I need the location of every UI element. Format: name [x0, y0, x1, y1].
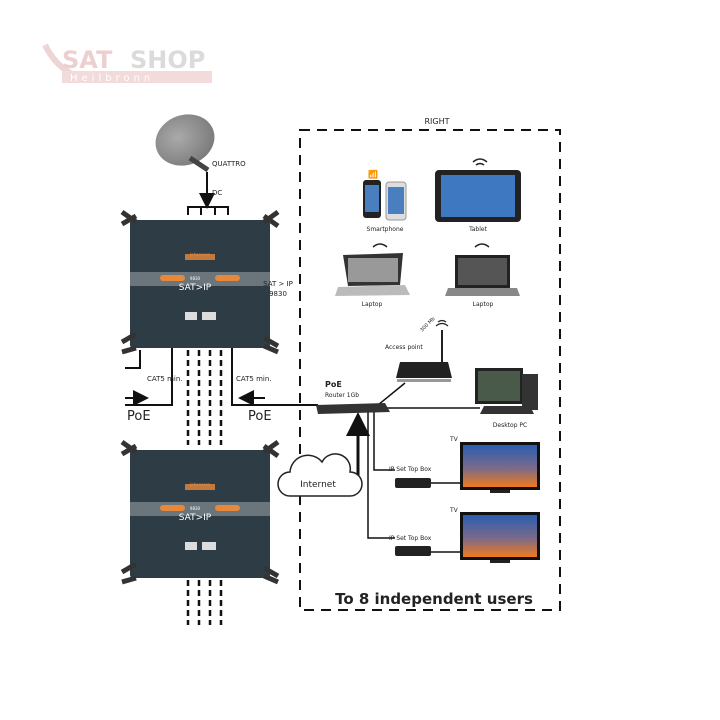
desktop-pc-icon — [475, 368, 538, 414]
right-title: RIGHT — [424, 117, 449, 126]
device-label: SAT > IP — [263, 280, 293, 288]
svg-text:SHOP: SHOP — [130, 46, 205, 74]
coax-cables — [186, 350, 223, 625]
internet-cloud-icon — [277, 453, 363, 497]
brand-label: Johansson — [189, 482, 211, 487]
set-top-box-icon — [395, 546, 431, 556]
laptop-label-2: Laptop — [473, 301, 494, 308]
internet-label: Internet — [300, 480, 336, 490]
laptop-icon — [445, 243, 520, 296]
brand-label: Johansson — [189, 252, 211, 257]
poe-left-label: PoE — [127, 409, 151, 424]
tv-icon — [460, 442, 540, 493]
user-area-box — [299, 129, 561, 611]
svg-text:SAT: SAT — [62, 46, 113, 74]
watermark-logo: SAT SHOP Heilbronn — [42, 43, 212, 84]
desktop-pc-label: Desktop PC — [493, 422, 527, 429]
model-label: 9830 — [190, 506, 201, 511]
laptop-icon — [335, 243, 410, 296]
tablet-icon — [435, 158, 521, 222]
laptop-label-1: Laptop — [362, 301, 383, 308]
router-title: PoE — [325, 380, 342, 389]
cable-right-label: CAT5 min. — [236, 375, 272, 383]
tv-icon — [460, 512, 540, 563]
poe-right-label: PoE — [248, 409, 272, 424]
router-icon — [316, 403, 390, 414]
multiswitch-1 — [122, 212, 278, 352]
device-model: 9830 — [269, 290, 287, 298]
svg-text:📶: 📶 — [368, 169, 378, 179]
tv-label-1: TV — [449, 436, 459, 443]
router-subtitle: Router 1Gb — [325, 392, 359, 399]
sat-ip-logo: SAT>IP — [179, 283, 212, 293]
access-point-icon — [396, 319, 452, 382]
smartphone-label: Smartphone — [367, 226, 404, 233]
set-top-box-icon — [395, 478, 431, 488]
footer-caption: To 8 independent users — [335, 590, 533, 608]
tv-label-2: TV — [449, 507, 459, 514]
wifi-speed-label: 300 Mb — [419, 316, 436, 333]
lnb-label: QUATTRO — [212, 160, 246, 168]
tablet-label: Tablet — [468, 226, 488, 233]
model-label: 9830 — [190, 276, 201, 281]
multiswitch-2 — [122, 442, 278, 582]
smartphone-icon: 📶 — [363, 169, 407, 221]
cable-left-label: CAT5 min. — [147, 375, 183, 383]
satellite-dish-icon — [155, 114, 215, 209]
sat-ip-logo: SAT>IP — [179, 513, 212, 523]
dc-label: DC — [212, 189, 222, 197]
access-point-label: Access point — [385, 344, 423, 351]
stb-label-1: IP Set Top Box — [389, 466, 432, 473]
stb-label-2: IP Set Top Box — [389, 535, 432, 542]
svg-text:Heilbronn: Heilbronn — [70, 73, 154, 84]
